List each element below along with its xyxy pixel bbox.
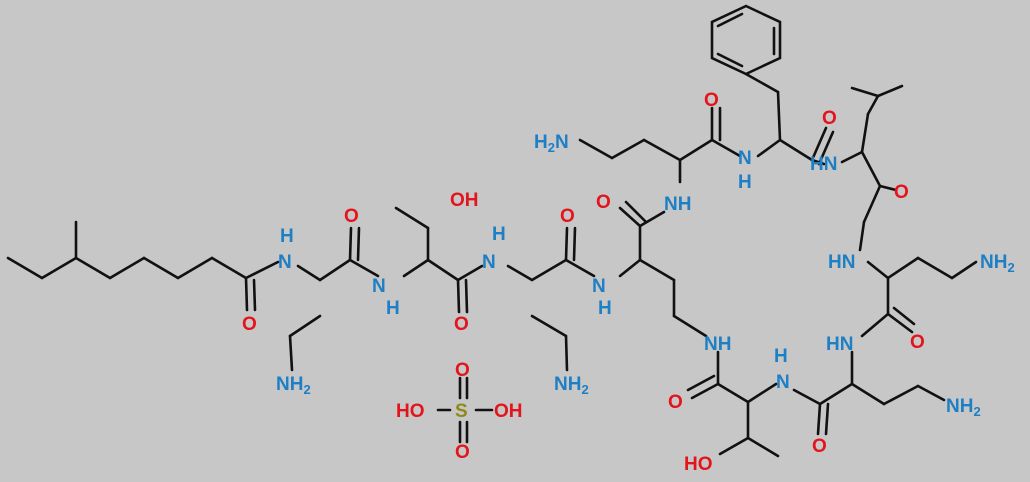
atom-nh: NH [704, 334, 731, 355]
atom-n: N [738, 148, 752, 169]
atom-nh2: NH2 [554, 374, 589, 397]
atom-ho: HO [396, 401, 425, 422]
atom-oh: OH [494, 401, 523, 422]
atom-hn: HN [810, 154, 837, 175]
atom-o: O [812, 436, 827, 457]
atom-o: O [242, 314, 257, 335]
atom-o: O [455, 360, 470, 381]
atom-h: H [598, 298, 612, 319]
atom-h: H [280, 226, 294, 247]
atom-o: O [454, 314, 469, 335]
atom-h2n: H2N [534, 132, 569, 155]
bonds [6, 4, 978, 458]
atom-s: S [455, 401, 468, 422]
atom-nh: NH [664, 194, 691, 215]
atom-h: H [386, 298, 400, 319]
atom-nh2: NH2 [276, 374, 311, 397]
atom-o: O [668, 392, 683, 413]
atom-o: O [704, 90, 719, 111]
atom-labels: O H N NH2 O N H OH O H N O N H NH2 O NH … [242, 90, 1015, 475]
atom-o: O [822, 108, 837, 129]
atom-o: O [894, 182, 909, 203]
atom-nh2: NH2 [946, 396, 981, 419]
atom-n: N [482, 252, 496, 273]
atom-hn: HN [828, 252, 855, 273]
atom-nh2: NH2 [980, 252, 1015, 275]
atom-n: N [278, 252, 292, 273]
atom-h: H [492, 224, 506, 245]
atom-h: H [774, 346, 788, 367]
atom-n: N [372, 276, 386, 297]
atom-o: O [596, 192, 611, 213]
atom-o: O [344, 206, 359, 227]
atom-hn: HN [826, 334, 853, 355]
atom-h: H [738, 172, 752, 193]
atom-ho: HO [684, 454, 713, 475]
atom-oh: OH [450, 190, 479, 211]
atom-o: O [455, 442, 470, 463]
atom-o: O [560, 206, 575, 227]
atom-o: O [910, 332, 925, 353]
atom-n: N [592, 276, 606, 297]
atom-n: N [776, 372, 790, 393]
